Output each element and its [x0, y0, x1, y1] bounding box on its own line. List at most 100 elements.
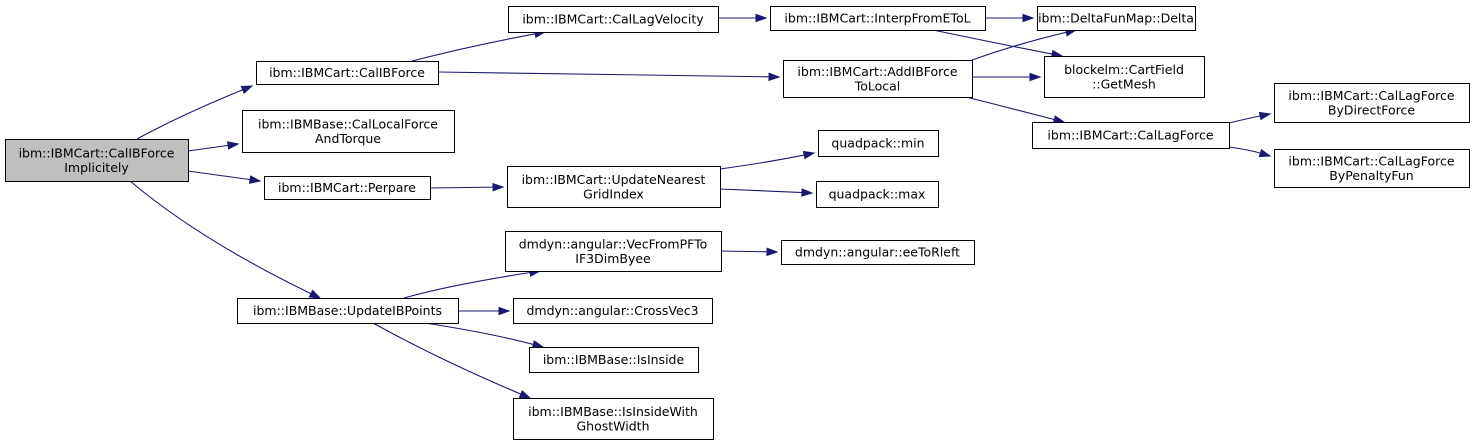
node-box[interactable]: [1037, 6, 1196, 31]
edge-line: [1228, 146, 1262, 154]
edge-root-to-updpts: [129, 180, 322, 299]
arrowhead-icon: [1258, 148, 1272, 158]
edge-addib-to-laggforce: [965, 96, 1066, 124]
node-label: ByPenaltyFun: [1329, 168, 1413, 183]
node-box[interactable]: [256, 61, 439, 85]
edge-line: [424, 322, 535, 346]
node-box[interactable]: [1274, 83, 1470, 123]
node-label: quadpack::max: [829, 187, 926, 202]
edge-line: [372, 322, 522, 396]
node-box[interactable]: [1032, 122, 1230, 149]
edge-nearest-to-qmax: [719, 188, 814, 197]
node-laggforce[interactable]: ibm::IBMCart::CalLagForce: [1032, 122, 1230, 149]
node-box[interactable]: [818, 130, 939, 157]
node-label: blockelm::CartField: [1064, 62, 1184, 77]
node-box[interactable]: [1044, 56, 1205, 98]
node-box[interactable]: [5, 139, 189, 182]
node-label: quadpack::min: [831, 136, 924, 151]
node-box[interactable]: [781, 240, 975, 265]
node-label: ibm::IBMCart::AddIBForce: [797, 64, 957, 79]
arrowhead-icon: [768, 72, 781, 82]
node-qmax[interactable]: quadpack::max: [816, 181, 939, 208]
node-eeto[interactable]: dmdyn::angular::eeToRleft: [781, 240, 975, 265]
arrowhead-icon: [1029, 72, 1042, 82]
edge-line: [187, 170, 252, 181]
edge-line: [719, 154, 806, 170]
edges-layer: [129, 13, 1272, 399]
edge-line: [965, 96, 1056, 121]
edge-perpare-to-nearest: [429, 182, 505, 192]
node-label: ibm::IBMCart::Perpare: [278, 180, 416, 195]
node-box[interactable]: [237, 298, 459, 324]
edge-lagvel-to-interp: [718, 13, 768, 23]
node-box[interactable]: [513, 298, 713, 324]
edge-line: [129, 180, 313, 295]
arrowhead-icon: [801, 188, 814, 197]
edge-vecfrom-to-eeto: [720, 247, 779, 257]
edge-nearest-to-qmin: [719, 150, 816, 170]
edge-line: [437, 71, 771, 78]
edge-addib-to-getmesh: [972, 72, 1042, 82]
arrowhead-icon: [518, 389, 532, 399]
edge-line: [403, 271, 532, 299]
node-label: ibm::IBMCart::CalIBForce: [269, 65, 425, 80]
edge-interp-to-delta: [985, 13, 1035, 23]
edge-line: [429, 186, 495, 189]
node-label: ibm::IBMBase::IsInside: [543, 352, 685, 367]
node-box[interactable]: [242, 110, 455, 153]
node-label: ::GetMesh: [1092, 76, 1156, 91]
edge-laggforce-to-penalty: [1228, 146, 1272, 158]
node-box[interactable]: [816, 181, 939, 208]
edge-calibf-to-addib: [437, 71, 781, 82]
node-box[interactable]: [505, 231, 722, 272]
arrowhead-icon: [227, 141, 240, 150]
node-box[interactable]: [507, 166, 721, 208]
arrowhead-icon: [802, 150, 816, 160]
edge-root-to-calibf: [136, 85, 254, 140]
node-calibf[interactable]: ibm::IBMCart::CalIBForce: [256, 61, 439, 85]
node-label: ToLocal: [854, 78, 901, 93]
arrowhead-icon: [498, 306, 511, 316]
node-updpts[interactable]: ibm::IBMBase::UpdateIBPoints: [237, 298, 459, 324]
node-interp[interactable]: ibm::IBMCart::InterpFromEToL: [770, 6, 986, 31]
node-box[interactable]: [513, 398, 714, 440]
edge-updpts-to-vecfrom: [403, 268, 542, 299]
node-getmesh[interactable]: blockelm::CartField::GetMesh: [1044, 56, 1205, 98]
node-box[interactable]: [783, 60, 973, 98]
node-box[interactable]: [1274, 149, 1470, 188]
arrowhead-icon: [492, 182, 505, 192]
edge-line: [411, 33, 537, 62]
node-crossvec[interactable]: dmdyn::angular::CrossVec3: [513, 298, 713, 324]
arrowhead-icon: [766, 247, 779, 257]
arrowhead-icon: [308, 289, 322, 299]
arrowhead-icon: [1022, 13, 1035, 23]
node-qmin[interactable]: quadpack::min: [818, 130, 939, 157]
node-box[interactable]: [264, 176, 431, 200]
node-label: GridIndex: [583, 186, 644, 201]
node-label: ByDirectForce: [1328, 102, 1416, 117]
edge-line: [971, 31, 1068, 61]
node-lagvel[interactable]: ibm::IBMCart::CalLagVelocity: [508, 6, 719, 33]
node-label: ibm::IBMCart::CalLagForce: [1288, 88, 1454, 103]
node-perpare[interactable]: ibm::IBMCart::Perpare: [264, 176, 431, 200]
arrowhead-icon: [531, 340, 545, 349]
node-box[interactable]: [770, 6, 986, 31]
node-isinside[interactable]: ibm::IBMBase::IsInside: [529, 347, 699, 373]
arrowhead-icon: [240, 85, 254, 94]
nodes-layer: ibm::IBMCart::CalIBForceImplicitelyibm::…: [5, 6, 1470, 440]
node-box[interactable]: [508, 6, 719, 33]
node-box[interactable]: [529, 347, 699, 373]
edge-line: [932, 29, 1054, 55]
node-delta[interactable]: ibm::DeltaFunMap::Delta: [1037, 6, 1196, 31]
arrowhead-icon: [755, 13, 768, 23]
edge-line: [720, 250, 769, 253]
